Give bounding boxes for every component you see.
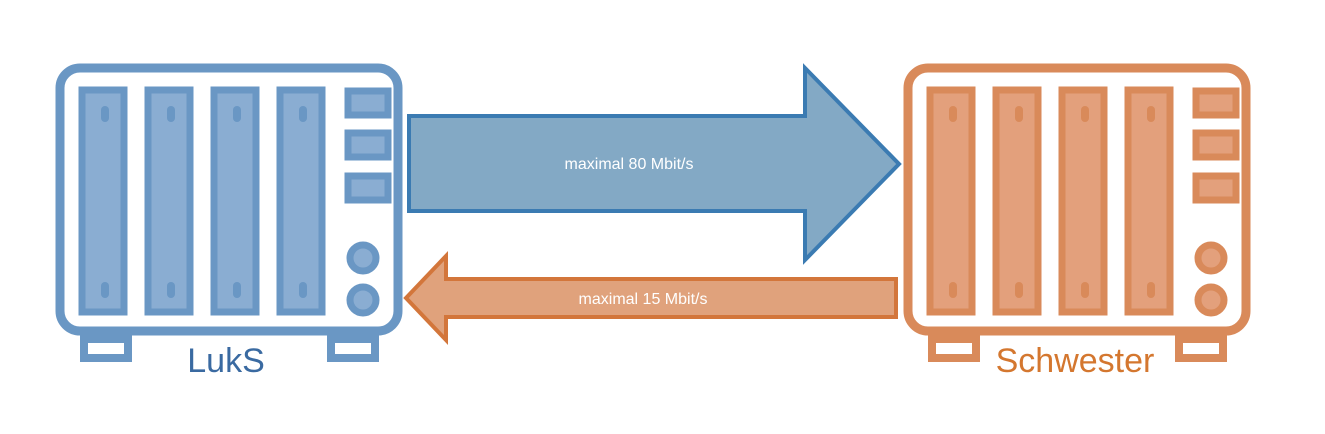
nas-left-icon xyxy=(55,63,403,362)
nas-right-icon xyxy=(903,63,1251,362)
nas-right-bay-1 xyxy=(926,86,976,316)
nas-right-bays xyxy=(926,86,1174,316)
nas-right-bay-3 xyxy=(1058,86,1108,316)
nas-left-power-icon xyxy=(346,241,380,275)
nas-right-case xyxy=(903,63,1251,336)
device-label-schwester: Schwester xyxy=(996,342,1155,380)
nas-left-status-icon xyxy=(346,283,380,317)
nas-left-foot-left xyxy=(80,335,132,362)
arrow-right-icon xyxy=(407,63,902,265)
device-label-luks: LukS xyxy=(187,342,265,380)
nas-left-case xyxy=(55,63,403,336)
arrow-left-label: maximal 15 Mbit/s xyxy=(579,291,708,308)
nas-left-bay-3 xyxy=(210,86,260,316)
nas-right-slots xyxy=(1192,87,1240,204)
nas-left-slots xyxy=(344,87,392,204)
nas-right-bay-handles xyxy=(949,106,1155,298)
arrow-left-icon xyxy=(403,251,898,345)
arrow-to-left: maximal 15 Mbit/s xyxy=(403,251,898,345)
arrow-to-right: maximal 80 Mbit/s xyxy=(407,63,902,265)
nas-left-bay-2 xyxy=(144,86,194,316)
nas-right-foot-left xyxy=(928,335,980,362)
nas-left-bays xyxy=(78,86,326,316)
nas-right-status-icon xyxy=(1194,283,1228,317)
nas-left-bay-1 xyxy=(78,86,128,316)
nas-right-bay-2 xyxy=(992,86,1042,316)
nas-right-power-icon xyxy=(1194,241,1228,275)
nas-right-foot-right xyxy=(1175,335,1227,362)
nas-right-bay-4 xyxy=(1124,86,1174,316)
arrow-right-label: maximal 80 Mbit/s xyxy=(565,156,694,173)
nas-left-foot-right xyxy=(327,335,379,362)
nas-left-bay-handles xyxy=(101,106,307,298)
nas-left-bay-4 xyxy=(276,86,326,316)
